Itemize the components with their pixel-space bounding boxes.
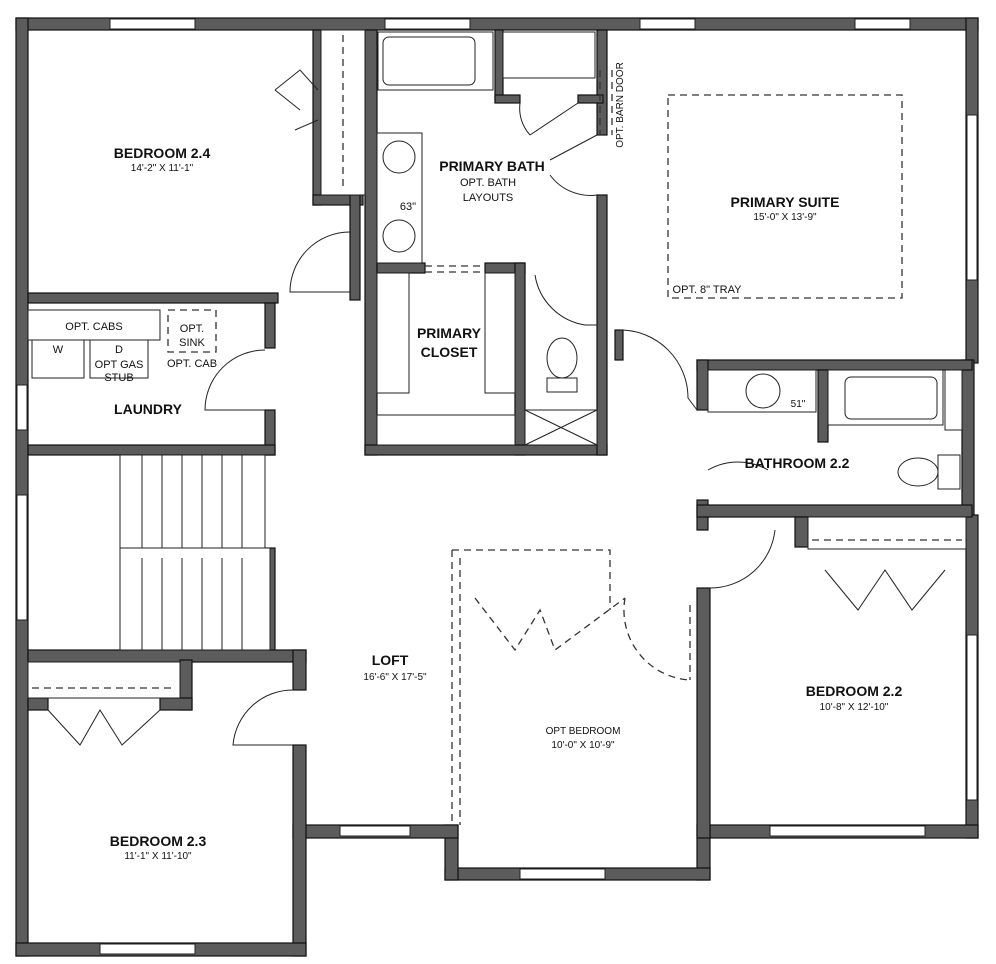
windows bbox=[16, 18, 978, 955]
room-name-bedroom-24: BEDROOM 2.4 bbox=[114, 145, 211, 161]
room-dim-opt-bedroom: 10'-0" X 10'-9" bbox=[551, 740, 615, 751]
tray-ceiling-note: OPT. 8" TRAY bbox=[673, 284, 743, 296]
room-name-laundry: LAUNDRY bbox=[114, 401, 183, 417]
room-name-primary-bath: PRIMARY BATH bbox=[439, 158, 545, 174]
dryer-label: D bbox=[115, 344, 123, 356]
fixtures bbox=[27, 29, 967, 699]
primary-bath-note-1: OPT. BATH bbox=[460, 177, 516, 189]
sink-note-1: OPT. bbox=[180, 323, 204, 335]
labels: BEDROOM 2.4 14'-2" X 11'-1" PRIMARY BATH… bbox=[53, 62, 903, 862]
room-name-bedroom-23: BEDROOM 2.3 bbox=[110, 833, 207, 849]
room-name-bathroom-22: BATHROOM 2.2 bbox=[745, 455, 850, 471]
room-dim-loft: 16'-6" X 17'-5" bbox=[363, 672, 427, 683]
room-dim-bedroom-23: 11'-1" X 11'-10" bbox=[124, 851, 192, 862]
barn-door-note: OPT. BARN DOOR bbox=[615, 62, 626, 148]
opt-cab-note: OPT. CAB bbox=[167, 358, 217, 370]
washer-label: W bbox=[53, 344, 64, 356]
primary-bath-note-2: LAYOUTS bbox=[463, 192, 514, 204]
gas-stub-note-1: OPT GAS bbox=[95, 359, 144, 371]
room-name-primary-closet-1: PRIMARY bbox=[417, 325, 482, 341]
room-dim-bedroom-22: 10'-8" X 12'-10" bbox=[820, 702, 889, 713]
room-name-primary-closet-2: CLOSET bbox=[421, 344, 478, 360]
sink-note-2: SINK bbox=[179, 337, 205, 349]
room-name-opt-bedroom: OPT BEDROOM bbox=[546, 726, 621, 737]
room-name-bedroom-22: BEDROOM 2.2 bbox=[806, 683, 903, 699]
bath-22-vanity-size: 51" bbox=[791, 399, 806, 410]
primary-vanity-size: 63" bbox=[400, 201, 416, 213]
room-dim-primary-suite: 15'-0" X 13'-9" bbox=[753, 212, 817, 223]
doors bbox=[47, 69, 946, 825]
room-name-loft: LOFT bbox=[372, 652, 409, 668]
room-name-primary-suite: PRIMARY SUITE bbox=[731, 194, 840, 210]
laundry-cabs-note: OPT. CABS bbox=[65, 321, 122, 333]
gas-stub-note-2: STUB bbox=[104, 372, 133, 384]
room-dim-bedroom-24: 14'-2" X 11'-1" bbox=[131, 163, 194, 174]
